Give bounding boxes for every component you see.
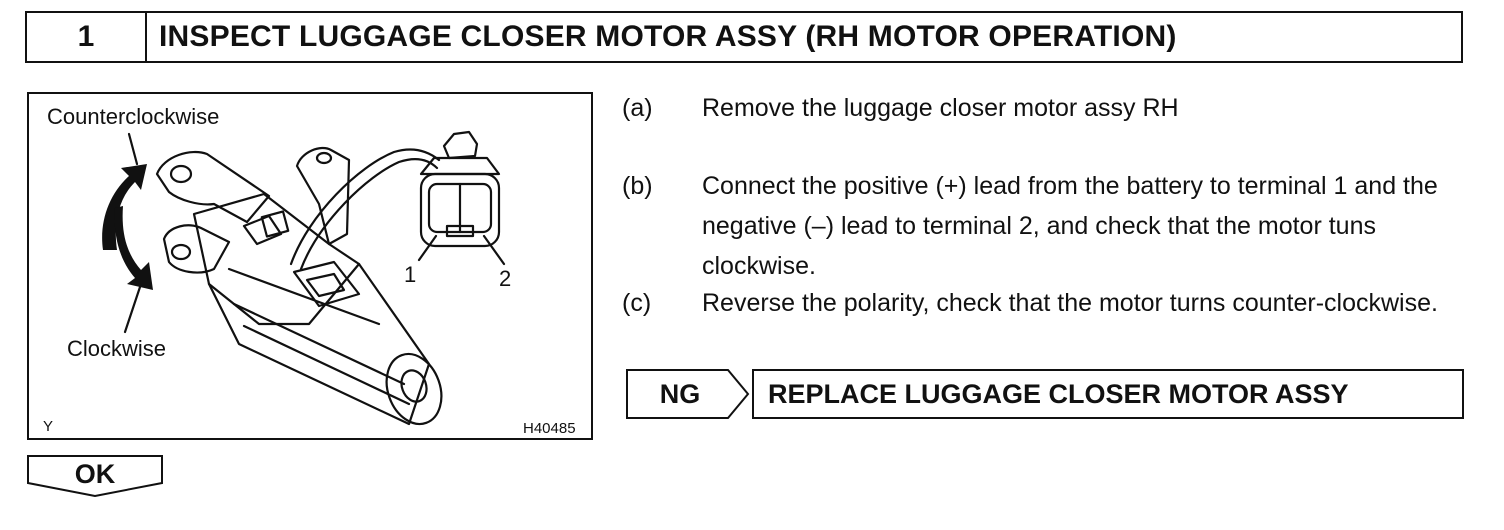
ok-arrow-frame: [27, 455, 163, 497]
ok-result: OK: [27, 455, 163, 497]
ng-action: REPLACE LUGGAGE CLOSER MOTOR ASSY: [752, 369, 1464, 419]
motor-illustration: Counterclockwise Clockwise 1 2 Y H40485: [27, 92, 593, 440]
ng-result: NG: [626, 369, 750, 419]
step-a-key: (a): [622, 94, 653, 122]
motor-drawing: [102, 130, 506, 426]
ng-label: NG: [659, 378, 701, 409]
ok-label: OK: [74, 458, 116, 489]
clockwise-label: Clockwise: [67, 336, 167, 361]
step-c-key: (c): [622, 289, 652, 317]
figure-corner-code: Y: [43, 418, 54, 435]
step-header: 1 INSPECT LUGGAGE CLOSER MOTOR ASSY (RH …: [25, 11, 1463, 63]
step-a-text: Remove the luggage closer motor assy RH: [702, 94, 1179, 122]
step-title: INSPECT LUGGAGE CLOSER MOTOR ASSY (RH MO…: [159, 20, 1177, 53]
step-c-text: Reverse the polarity, check that the mot…: [702, 289, 1438, 317]
terminal-2-label: 2: [499, 266, 512, 291]
ng-arrow-frame: [626, 369, 750, 419]
step-b-text: Connect the positive (+) lead from the b…: [702, 172, 1438, 280]
counterclockwise-label: Counterclockwise: [47, 104, 220, 129]
step-number: 1: [27, 13, 147, 61]
step-b-key: (b): [622, 172, 653, 200]
terminal-1-label: 1: [404, 262, 417, 287]
figure-id: H40485: [523, 420, 576, 437]
